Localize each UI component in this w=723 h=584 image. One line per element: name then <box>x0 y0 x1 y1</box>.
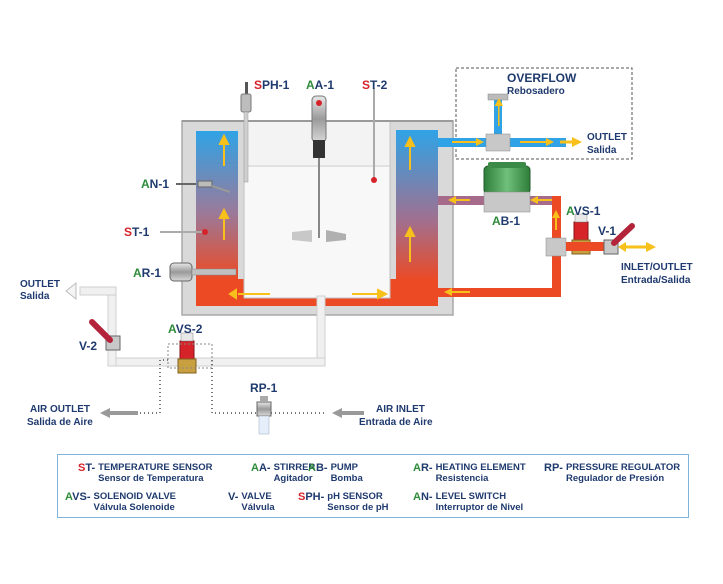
legend-code-rest: A- <box>258 462 271 474</box>
stirrer <box>292 95 346 242</box>
jacket-arrows <box>218 133 416 300</box>
legend-es: Válvula Solenoide <box>93 502 175 513</box>
legend-code-first: S <box>298 491 306 503</box>
legend-en: SOLENOID VALVE <box>93 491 177 502</box>
tag-st2: ST-2 <box>362 78 388 92</box>
air-outlet-es: Salida de Aire <box>27 417 93 428</box>
legend-code-rest: V- <box>228 491 239 503</box>
legend-code-first: A <box>413 491 421 503</box>
legend-es: Sensor de pH <box>327 502 389 513</box>
inlet-outlet-en: INLET/OUTLET <box>621 262 693 273</box>
ph-sensor <box>240 82 252 183</box>
legend-en: pH SENSOR <box>327 491 383 502</box>
legend-code-rest: VS- <box>72 491 91 503</box>
tag-ab1: AB-1 <box>492 214 520 228</box>
air-outlet-en: AIR OUTLET <box>30 404 90 415</box>
outlet-right-es: Salida <box>587 145 617 156</box>
legend-code-first: A <box>413 462 421 474</box>
legend-code-rest: B- <box>315 462 328 474</box>
overflow-piping <box>438 93 582 152</box>
legend-en: HEATING ELEMENT <box>435 462 526 473</box>
legend-es: Válvula <box>241 502 275 513</box>
legend-es: Agitador <box>273 473 313 484</box>
inner-liquid <box>245 167 389 297</box>
legend-code-rest: R- <box>420 462 433 474</box>
legend-code-first: S <box>78 462 86 474</box>
tag-avs1: AVS-1 <box>566 204 601 218</box>
legend-en: PRESSURE REGULATOR <box>565 462 681 473</box>
outlet-left-es: Salida <box>20 291 50 302</box>
solenoid-valve-avs2 <box>167 332 213 374</box>
legend-en: STIRRER <box>273 462 316 473</box>
tag-st1: ST-1 <box>124 225 150 239</box>
legend-en: LEVEL SWITCH <box>435 491 507 502</box>
legend-en: TEMPERATURE SENSOR <box>98 462 213 473</box>
overflow-label-en: OVERFLOW <box>507 71 577 85</box>
tag-avs2: AVS-2 <box>168 322 203 336</box>
temperature-sensor-st2 <box>371 88 377 183</box>
solenoid-valve-avs1 <box>566 213 606 255</box>
drain-piping <box>65 281 326 367</box>
valve-v1 <box>603 223 656 255</box>
legend-code-rest: PH- <box>305 491 325 503</box>
tag-an1: AN-1 <box>141 177 169 191</box>
legend-en: VALVE <box>241 491 272 502</box>
level-switch <box>176 180 231 193</box>
legend-es: Bomba <box>330 473 363 484</box>
air-arrows <box>100 408 364 418</box>
legend-code-rest: RP- <box>544 462 563 474</box>
pressure-regulator <box>256 396 272 435</box>
legend-es: Sensor de Temperatura <box>98 473 204 484</box>
temperature-sensor-st1 <box>160 229 208 235</box>
legend-en: PUMP <box>330 462 359 473</box>
legend-code-first: A <box>65 491 73 503</box>
outlet-left-en: OUTLET <box>20 279 60 290</box>
tag-ar1: AR-1 <box>133 266 161 280</box>
overflow-box <box>455 67 633 160</box>
tag-aa1: AA-1 <box>306 78 334 92</box>
pump <box>483 162 531 213</box>
air-inlet-es: Entrada de Aire <box>359 417 433 428</box>
legend-es: Regulador de Presión <box>565 473 665 484</box>
legend-code-first: A <box>251 462 259 474</box>
legend-code-rest: N- <box>420 491 433 503</box>
tag-sph1: SPH-1 <box>254 78 290 92</box>
legend-code-first: A <box>308 462 316 474</box>
tag-rp1: RP-1 <box>250 381 278 395</box>
air-lines <box>110 359 325 414</box>
tag-v2: V-2 <box>79 339 97 353</box>
legend-es: Resistencia <box>435 473 489 484</box>
left-jacket <box>196 131 238 279</box>
valve-v2 <box>89 319 121 351</box>
inlet-outlet-es: Entrada/Salida <box>621 275 691 286</box>
legend-code-rest: T- <box>85 462 96 474</box>
heating-element <box>169 262 237 282</box>
right-jacket <box>396 130 438 280</box>
tag-v1: V-1 <box>598 224 616 238</box>
legend-es: Interruptor de Nivel <box>435 502 524 513</box>
air-inlet-en: AIR INLET <box>376 404 425 415</box>
outlet-right-en: OUTLET <box>587 132 627 143</box>
overflow-label-es: Rebosadero <box>507 86 565 97</box>
